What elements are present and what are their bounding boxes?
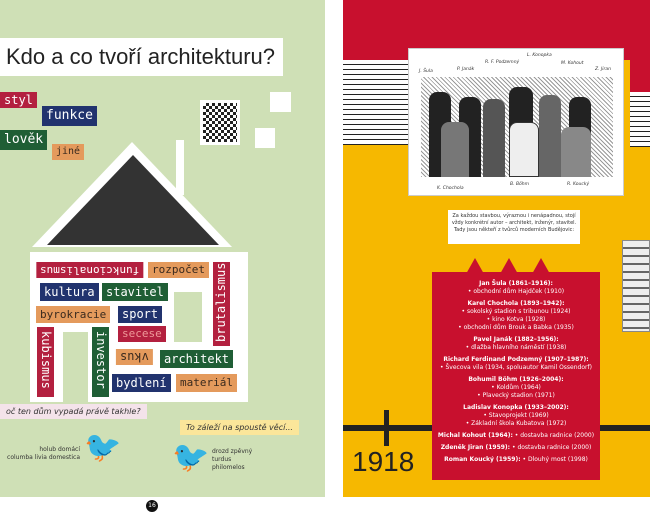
architect-name: Jan Šula (1861–1916): bbox=[479, 280, 553, 287]
caption-line: columba livia domestica bbox=[7, 454, 80, 461]
caption-line: drozd zpěvný bbox=[212, 448, 253, 455]
timeline-tick bbox=[384, 410, 389, 446]
architect-name: Zdeněk Jiran (1959): bbox=[440, 444, 511, 451]
wave-pattern bbox=[343, 60, 413, 145]
thrush-icon: 🐦 bbox=[172, 440, 210, 475]
word-tag: architekt bbox=[160, 350, 234, 368]
crenellation bbox=[532, 258, 550, 274]
caption-line: holub domácí bbox=[39, 446, 80, 453]
caption-line: turdus philomelos bbox=[212, 456, 245, 471]
architect-work: • dostavba radnice (2000) bbox=[512, 444, 592, 451]
name-label: B. Böhm bbox=[510, 182, 530, 187]
architect-work: • Základní škola Kubatova (1972) bbox=[465, 420, 567, 427]
word-tag: secese bbox=[118, 326, 166, 342]
architect-entry: Richard Ferdinand Podzemný (1907–1987):•… bbox=[432, 356, 600, 372]
door bbox=[63, 332, 88, 402]
name-label: K. Chochola bbox=[437, 186, 464, 191]
page-number: 16 bbox=[146, 500, 158, 512]
word-tag: byrokracie bbox=[36, 306, 111, 323]
crenellation bbox=[466, 258, 484, 274]
qr-code[interactable] bbox=[200, 100, 240, 145]
building-illustration bbox=[622, 240, 650, 332]
name-label: R. Koucký bbox=[567, 182, 590, 187]
speech-bubble-thrush: To záleží na spoustě věcí... bbox=[180, 420, 299, 435]
word-tag: styl bbox=[0, 92, 37, 108]
word-tag: investor bbox=[92, 327, 109, 397]
pigeon-icon: 🐦 bbox=[84, 430, 122, 465]
illustration-background bbox=[421, 77, 613, 177]
architects-list: Jan Šula (1861–1916):• obchodní dům Hajd… bbox=[432, 272, 600, 480]
intro-text: Za každou stavbou, výraznou i nenápadnou… bbox=[448, 210, 580, 244]
architect-name: Michal Kohout (1964): bbox=[437, 432, 513, 439]
word-tag: sport bbox=[118, 306, 163, 323]
architect-work: • obchodní dům Brouk a Babka (1935) bbox=[458, 324, 574, 331]
word-tag: funkcionalismus bbox=[36, 262, 144, 278]
architect-work: • Stavoprojekt (1969) bbox=[483, 412, 549, 419]
architect-entry: Jan Šula (1861–1916):• obchodní dům Hajd… bbox=[432, 280, 600, 296]
architect-work: • dostavba radnice (2000) bbox=[514, 432, 595, 439]
architect-work: • Dlouhý most (1998) bbox=[522, 456, 588, 463]
architect-work: • sokolský stadion s tribunou (1924) bbox=[461, 308, 571, 315]
speech-bubble-pigeon: oč ten dům vypadá právě takhle? bbox=[0, 404, 147, 419]
architect-entry: Karel Chochola (1893–1942):• sokolský st… bbox=[432, 300, 600, 332]
architect-name: Richard Ferdinand Podzemný (1907–1987): bbox=[443, 356, 589, 363]
decor-square bbox=[255, 128, 275, 148]
architect-name: Bohumil Böhm (1926–2004): bbox=[468, 376, 564, 383]
architect-name: Ladislav Konopka (1933–2002): bbox=[463, 404, 569, 411]
word-tag: kultura bbox=[40, 283, 99, 301]
architect-name: Roman Koucký (1959): bbox=[444, 456, 521, 463]
architect-work: • Koldům (1964) bbox=[491, 384, 541, 391]
timeline-year: 1918 bbox=[352, 446, 415, 477]
word-tag: stavitel bbox=[102, 283, 168, 301]
name-label: J. Šula bbox=[419, 69, 433, 74]
architect-entry: Zdeněk Jiran (1959): • dostavba radnice … bbox=[432, 444, 600, 452]
architect-entry: Pavel Janák (1882–1956):• dlažba hlavníh… bbox=[432, 336, 600, 352]
name-label: Z. Jiran bbox=[595, 67, 611, 72]
red-band bbox=[630, 0, 650, 92]
architect-work: • obchodní dům Hajdček (1910) bbox=[467, 288, 565, 295]
architects-illustration: J. Šula P. Janák R. F. Podzemný L. Konop… bbox=[408, 48, 624, 196]
word-tag: rozpočet bbox=[148, 262, 209, 278]
architect-work: • Švecova vila (1934, spoluautor Kamil O… bbox=[440, 364, 592, 371]
wave-pattern bbox=[630, 92, 650, 147]
architect-entry: Bohumil Böhm (1926–2004):• Koldům (1964)… bbox=[432, 376, 600, 400]
word-tag: brutalismus bbox=[213, 262, 230, 346]
architect-name: Pavel Janák (1882–1956): bbox=[473, 336, 559, 343]
architect-name: Karel Chochola (1893–1942): bbox=[467, 300, 565, 307]
house-roof-hatching bbox=[47, 155, 219, 245]
architect-entry: Ladislav Konopka (1933–2002):• Stavoproj… bbox=[432, 404, 600, 428]
decor-square bbox=[270, 92, 291, 112]
name-label: P. Janák bbox=[457, 67, 475, 72]
name-label: R. F. Podzemný bbox=[485, 60, 520, 65]
word-tag: funkce bbox=[42, 106, 97, 126]
word-tag: kubismus bbox=[37, 327, 54, 397]
name-label: L. Konopka bbox=[527, 53, 552, 58]
word-tag: vkus bbox=[116, 349, 153, 365]
word-tag: bydlení bbox=[112, 374, 171, 392]
architect-entry: Roman Koucký (1959): • Dlouhý most (1998… bbox=[432, 456, 600, 464]
architect-entry: Michal Kohout (1964): • dostavba radnice… bbox=[432, 432, 600, 440]
name-label: M. Kohout bbox=[561, 61, 584, 66]
word-tag: materiál bbox=[176, 374, 237, 392]
architect-work: • Plavecký stadion (1971) bbox=[477, 392, 555, 399]
architect-work: • kino Kotva (1928) bbox=[486, 316, 546, 323]
architect-work: • dlažba hlavního náměstí (1938) bbox=[465, 344, 567, 351]
window bbox=[174, 292, 202, 342]
page-title: Kdo a co tvoří architekturu? bbox=[0, 38, 284, 76]
crenellation bbox=[500, 258, 518, 274]
